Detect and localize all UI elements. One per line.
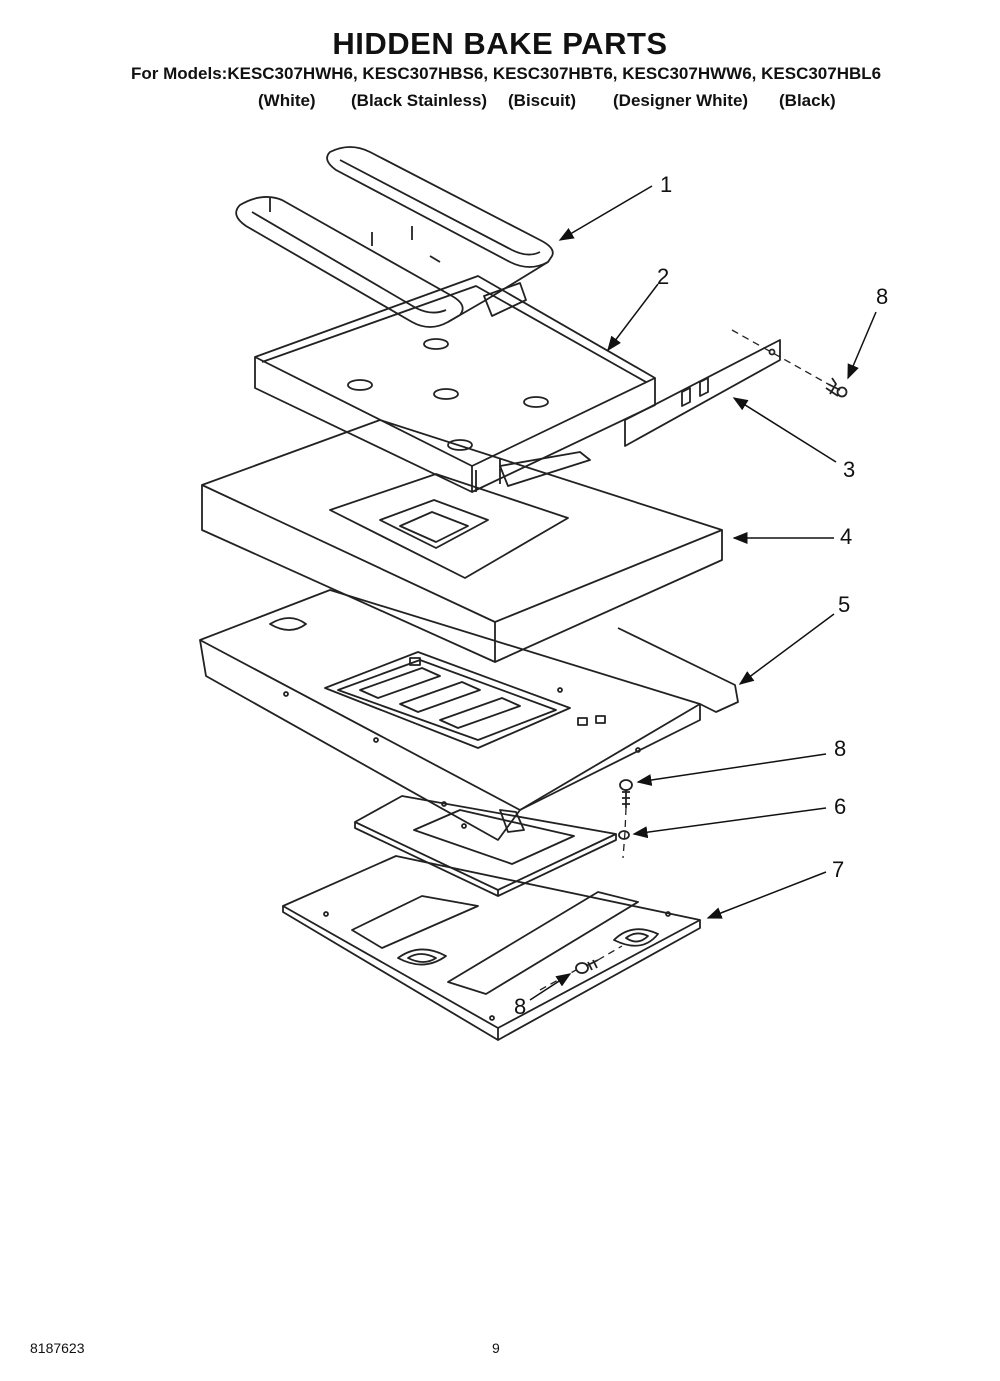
variant-black-stainless: (Black Stainless) xyxy=(351,91,488,110)
callout-6: 6 xyxy=(834,794,846,819)
bracket xyxy=(624,339,781,447)
page-number: 9 xyxy=(492,1340,500,1356)
page-title: HIDDEN BAKE PARTS xyxy=(332,26,668,61)
callout-1: 1 xyxy=(660,172,672,197)
document-number: 8187623 xyxy=(30,1340,85,1356)
bake-element xyxy=(235,146,554,328)
callout-8-middle: 8 xyxy=(834,736,846,761)
callout-3: 3 xyxy=(843,457,855,482)
screw-middle xyxy=(619,779,633,808)
callout-2: 2 xyxy=(657,264,669,289)
callout-5: 5 xyxy=(838,592,850,617)
callout-7: 7 xyxy=(832,857,844,882)
callout-4: 4 xyxy=(840,524,852,549)
screw-bottom xyxy=(575,959,599,974)
variant-black: (Black) xyxy=(779,91,836,110)
screw-top xyxy=(825,377,848,398)
plate xyxy=(354,795,617,897)
variant-designer-white: (Designer White) xyxy=(613,91,749,110)
callout-8-bottom: 8 xyxy=(514,994,526,1019)
element-cover xyxy=(254,275,656,493)
variant-white: (White) xyxy=(258,91,316,110)
variant-biscuit: (Biscuit) xyxy=(508,91,576,110)
oven-bottom-panel xyxy=(199,589,739,841)
insulation-box xyxy=(201,419,723,663)
washer xyxy=(618,830,630,840)
callout-8-top: 8 xyxy=(876,284,888,309)
lower-base-panel xyxy=(282,855,701,1041)
models-line: For Models:KESC307HWH6, KESC307HBS6, KES… xyxy=(131,64,882,83)
